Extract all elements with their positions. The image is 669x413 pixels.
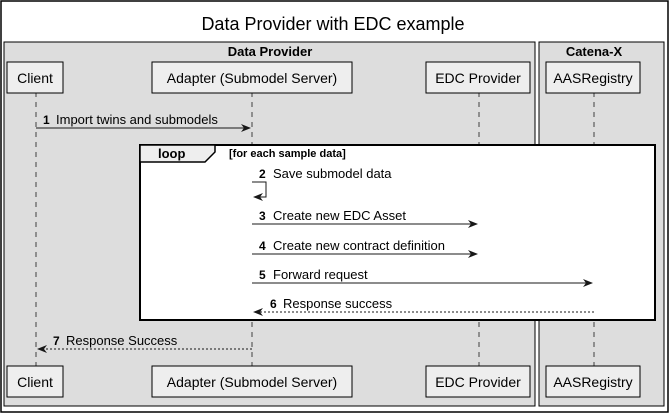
participant-edc-provider-bottom-label: EDC Provider xyxy=(435,374,521,390)
message-2-number: 2 xyxy=(259,167,266,181)
participant-aas-registry-bottom: AASRegistry xyxy=(545,365,641,398)
participant-edc-provider-top: EDC Provider xyxy=(425,61,531,94)
loop-fragment: loop [for each sample data] xyxy=(139,144,656,321)
message-4-number: 4 xyxy=(259,239,266,253)
loop-condition: [for each sample data] xyxy=(229,148,346,160)
message-6-label: Response success xyxy=(283,296,393,311)
message-6: 6 Response success xyxy=(253,296,594,316)
message-4: 4 Create new contract definition xyxy=(252,238,478,258)
loop-keyword: loop xyxy=(158,146,185,161)
message-5: 5 Forward request xyxy=(252,267,593,287)
message-7: 7 Response Success xyxy=(37,333,252,353)
participant-adapter-label: Adapter (Submodel Server) xyxy=(167,70,337,86)
participant-edc-provider-bottom: EDC Provider xyxy=(425,365,531,398)
message-5-number: 5 xyxy=(259,268,266,282)
participant-client-top: Client xyxy=(6,61,64,94)
participant-client-bottom-label: Client xyxy=(17,374,53,390)
participant-client-bottom: Client xyxy=(6,365,64,398)
message-1-label: Import twins and submodels xyxy=(56,112,218,127)
message-6-number: 6 xyxy=(270,297,277,311)
message-3-number: 3 xyxy=(259,209,266,223)
message-4-label: Create new contract definition xyxy=(273,238,445,253)
message-7-number: 7 xyxy=(53,334,60,348)
participant-aas-registry-label: AASRegistry xyxy=(553,70,632,86)
participant-edc-provider-label: EDC Provider xyxy=(435,70,521,86)
participant-adapter-bottom: Adapter (Submodel Server) xyxy=(151,365,353,398)
participant-client-label: Client xyxy=(17,70,53,86)
message-3: 3 Create new EDC Asset xyxy=(252,208,478,228)
box-data-provider-label: Data Provider xyxy=(228,44,313,59)
message-1: 1 Import twins and submodels xyxy=(36,112,251,132)
message-3-label: Create new EDC Asset xyxy=(273,208,406,223)
participant-adapter-top: Adapter (Submodel Server) xyxy=(151,61,353,94)
participant-aas-registry-bottom-label: AASRegistry xyxy=(553,374,632,390)
message-7-label: Response Success xyxy=(66,333,178,348)
message-2: 2 Save submodel data xyxy=(252,166,392,201)
message-5-label: Forward request xyxy=(273,267,368,282)
message-2-label: Save submodel data xyxy=(273,166,392,181)
box-catena-x-label: Catena-X xyxy=(566,44,623,59)
participant-adapter-bottom-label: Adapter (Submodel Server) xyxy=(167,374,337,390)
participant-aas-registry-top: AASRegistry xyxy=(545,61,641,94)
message-1-number: 1 xyxy=(43,113,50,127)
diagram-title: Data Provider with EDC example xyxy=(201,14,464,34)
